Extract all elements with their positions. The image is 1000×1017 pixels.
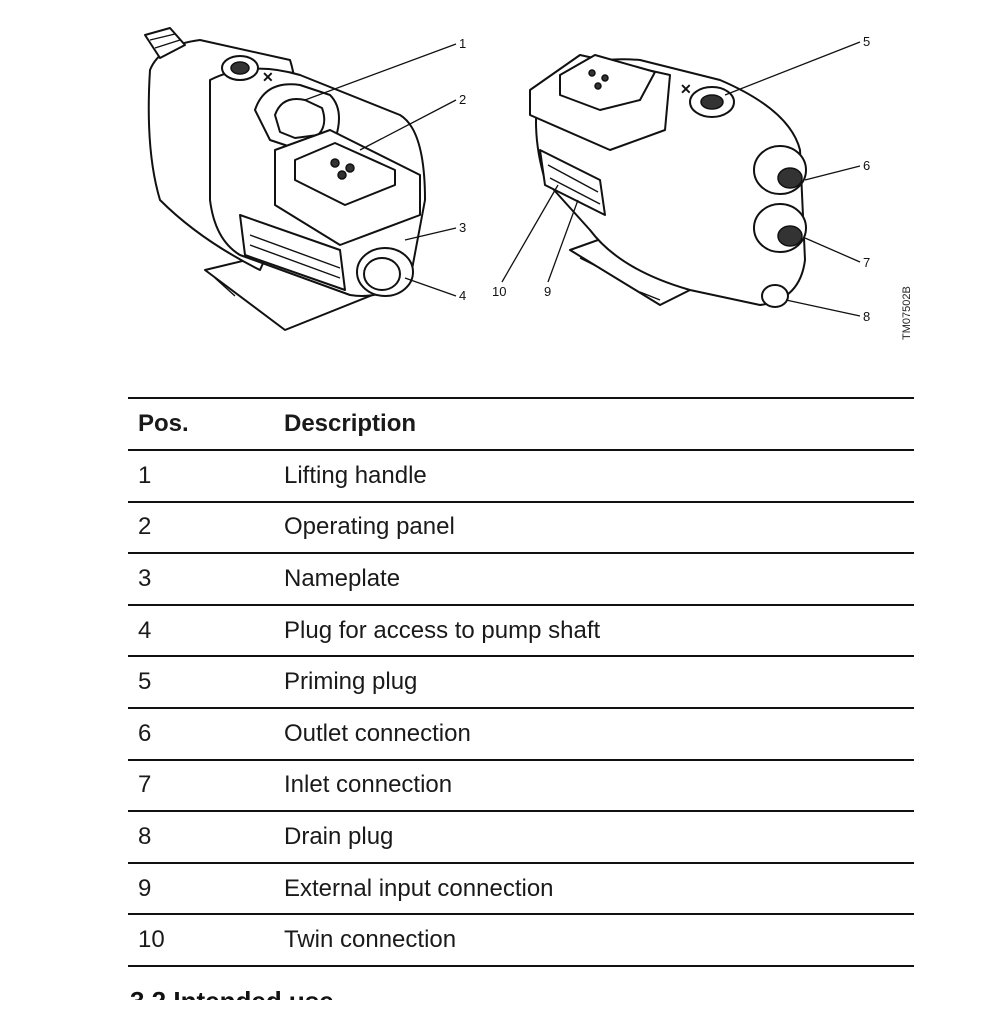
pos-cell: 1 <box>128 450 274 503</box>
description-cell: Lifting handle <box>274 450 914 503</box>
svg-text:✕: ✕ <box>262 69 274 85</box>
pos-cell: 10 <box>128 914 274 967</box>
pump-illustration: ✕ ✕ <box>144 27 913 340</box>
callout-8: 8 <box>863 309 870 324</box>
callout-9: 9 <box>544 284 551 299</box>
pos-cell: 7 <box>128 759 274 813</box>
description-cell: External input connection <box>274 862 914 916</box>
pos-cell: 8 <box>128 811 274 864</box>
callout-7: 7 <box>863 255 870 270</box>
next-section-heading: 3.2 Intended use <box>130 986 334 1016</box>
callout-5: 5 <box>863 34 870 49</box>
callout-1: 1 <box>459 36 466 51</box>
description-cell: Drain plug <box>274 811 914 864</box>
callout-10: 10 <box>492 284 506 299</box>
callout-6: 6 <box>863 158 870 173</box>
svg-text:✕: ✕ <box>680 81 692 97</box>
pos-cell: 6 <box>128 707 274 761</box>
pos-cell: 5 <box>128 656 274 709</box>
image-code: TM07502B <box>901 286 913 340</box>
lower-opening <box>239 214 346 291</box>
drain-plug-drawing <box>761 284 789 308</box>
pump-rear-view: ✕ <box>529 54 807 308</box>
callout-2: 2 <box>459 92 466 107</box>
pos-cell: 2 <box>128 501 274 555</box>
header-pos: Pos. <box>128 397 274 451</box>
description-cell: Priming plug <box>274 656 914 709</box>
rear-connector <box>144 27 186 59</box>
pos-cell: 3 <box>128 553 274 606</box>
callout-3: 3 <box>459 220 466 235</box>
pos-cell: 4 <box>128 604 274 658</box>
header-description: Description <box>274 397 914 451</box>
description-cell: Plug for access to pump shaft <box>274 604 914 658</box>
description-cell: Twin connection <box>274 914 914 967</box>
pump-figure: ✕ ✕ <box>0 0 1000 360</box>
table-header-row: Pos. Description <box>128 397 914 451</box>
pos-cell: 9 <box>128 862 274 916</box>
description-cell: Nameplate <box>274 553 914 606</box>
pump-front-view: ✕ <box>144 27 426 331</box>
leader-lines <box>304 41 861 317</box>
callout-4: 4 <box>459 288 466 303</box>
description-cell: Inlet connection <box>274 759 914 813</box>
description-cell: Operating panel <box>274 501 914 555</box>
description-cell: Outlet connection <box>274 707 914 761</box>
